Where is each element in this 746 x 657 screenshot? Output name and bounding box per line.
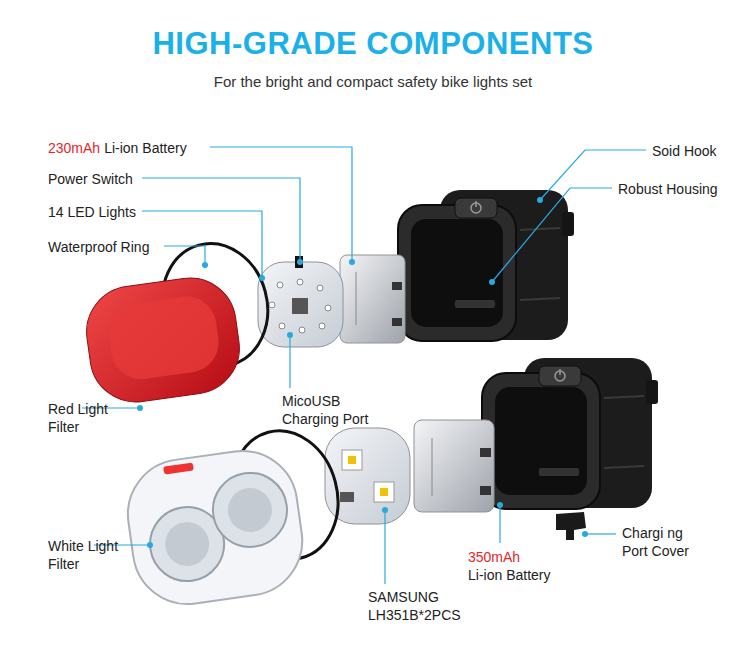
- white-light-filter: [121, 444, 310, 611]
- red-light-filter: [81, 272, 246, 408]
- part-label: Robust Housing: [618, 180, 718, 198]
- port-cover: [556, 512, 586, 540]
- part-label: Waterproof Ring: [48, 238, 149, 256]
- leader-dots: [137, 197, 588, 548]
- battery-350: [414, 420, 494, 512]
- robust-housing: [398, 190, 574, 341]
- part-label: Red Light Filter: [48, 400, 133, 436]
- robust-housing: [482, 358, 658, 509]
- part-label: MicoUSB Charging Port: [282, 392, 382, 428]
- part-label: Li-ion Battery: [104, 139, 186, 157]
- led-board-red: [258, 256, 343, 347]
- part-label: Chargi ng Port Cover: [622, 524, 707, 560]
- battery-230: [340, 255, 405, 343]
- part-label: Soid Hook: [652, 142, 717, 160]
- part-label: SAMSUNG LH351B*2PCS: [368, 588, 478, 624]
- part-label: 350mAh: [468, 548, 520, 566]
- subtitle: For the bright and compact safety bike l…: [0, 73, 746, 91]
- part-label: Power Switch: [48, 170, 133, 188]
- page-title: HIGH-GRADE COMPONENTS: [0, 26, 746, 62]
- part-label: 230mAh: [48, 139, 100, 157]
- part-label: White Light Filter: [48, 537, 133, 573]
- part-label: 14 LED Lights: [48, 203, 136, 221]
- leader-lines: [82, 147, 646, 584]
- part-label: Li-ion Battery: [468, 566, 550, 584]
